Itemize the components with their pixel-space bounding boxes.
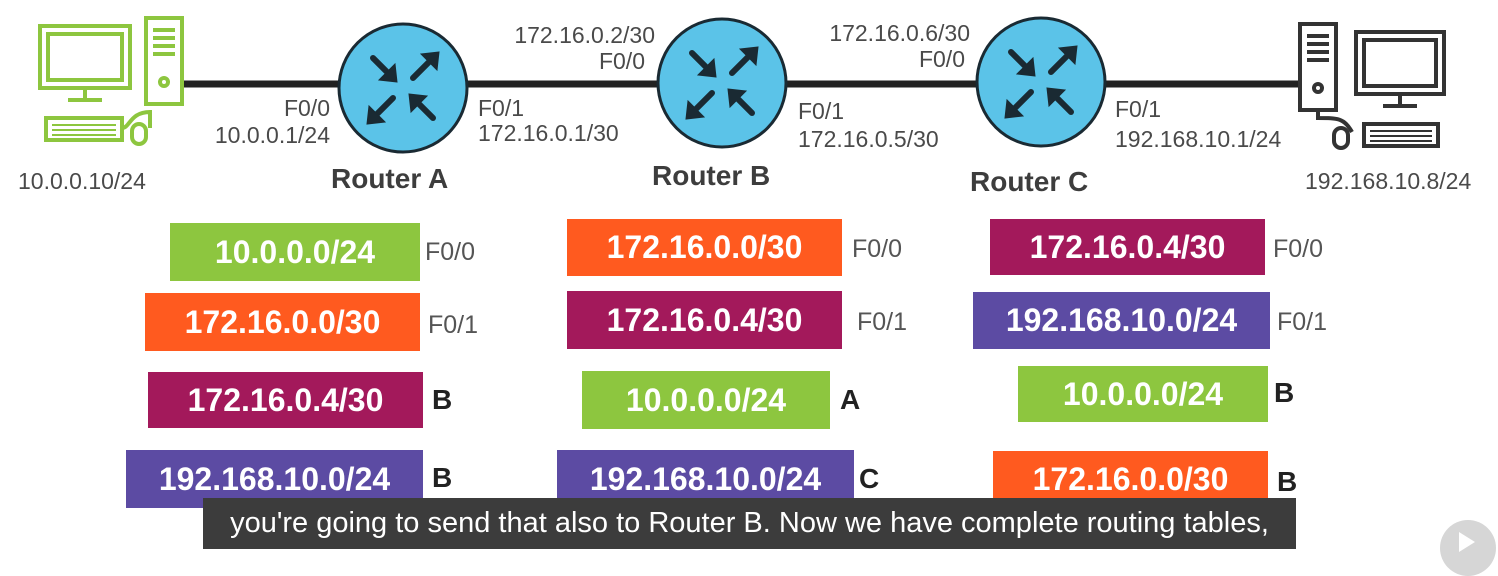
table-c-row-2-via: F0/1: [1277, 308, 1328, 336]
router-c-name: Router C: [970, 166, 1089, 197]
table-c-row-2: 192.168.10.0/24: [973, 292, 1270, 349]
table-a-row-3-via: B: [432, 384, 453, 415]
router-c-icon: [975, 16, 1107, 148]
right-pc-ip: 192.168.10.8/24: [1305, 168, 1472, 194]
router-c-f00-label: F0/0: [918, 46, 965, 72]
table-c-row-3-via: B: [1274, 377, 1295, 408]
router-c-f01-label: F0/1: [1115, 96, 1162, 122]
router-b-f00-label: F0/0: [598, 48, 645, 74]
table-a-row-3: 172.16.0.4/30: [148, 372, 423, 428]
router-a-f01-label: F0/1: [478, 95, 525, 121]
router-a-f01-ip: 172.16.0.1/30: [478, 120, 619, 146]
table-b-row-3: 10.0.0.0/24: [582, 371, 830, 429]
table-c-row-4-via: B: [1277, 466, 1298, 497]
router-a-icon: [337, 22, 469, 154]
router-b-f01-ip: 172.16.0.5/30: [798, 126, 939, 152]
table-b-row-4-via: C: [859, 463, 880, 494]
video-caption: you're going to send that also to Router…: [203, 498, 1296, 549]
table-c-row-1-via: F0/0: [1273, 235, 1324, 263]
table-a-row-1: 10.0.0.0/24: [170, 223, 420, 281]
router-a-f00-ip: 10.0.0.1/24: [214, 122, 330, 148]
table-b-row-1: 172.16.0.0/30: [567, 219, 842, 276]
router-a-name: Router A: [331, 163, 449, 194]
table-b-row-2-via: F0/1: [857, 308, 908, 336]
table-c-row-4: 172.16.0.0/30: [993, 451, 1268, 507]
router-c-f00-ip: 172.16.0.6/30: [829, 20, 970, 46]
router-b-name: Router B: [652, 160, 771, 191]
left-pc-icon: [38, 16, 184, 146]
router-a-f00-label: F0/0: [283, 95, 330, 121]
router-b-f00-ip: 172.16.0.2/30: [514, 22, 655, 48]
play-icon[interactable]: [1440, 520, 1496, 576]
table-a-row-2: 172.16.0.0/30: [145, 293, 420, 351]
router-b-f01-label: F0/1: [798, 98, 845, 124]
router-c-f01-ip: 192.168.10.1/24: [1115, 126, 1282, 152]
table-b-row-2: 172.16.0.4/30: [567, 291, 842, 349]
table-c-row-3: 10.0.0.0/24: [1018, 366, 1268, 422]
right-pc-icon: [1298, 22, 1446, 150]
left-pc-ip: 10.0.0.10/24: [18, 168, 146, 194]
router-b-icon: [656, 17, 788, 149]
table-a-row-2-via: F0/1: [428, 311, 479, 339]
table-b-row-1-via: F0/0: [852, 235, 903, 263]
table-a-row-1-via: F0/0: [425, 238, 476, 266]
table-b-row-3-via: A: [840, 384, 861, 415]
table-a-row-4-via: B: [432, 462, 453, 493]
table-c-row-1: 172.16.0.4/30: [990, 219, 1265, 275]
